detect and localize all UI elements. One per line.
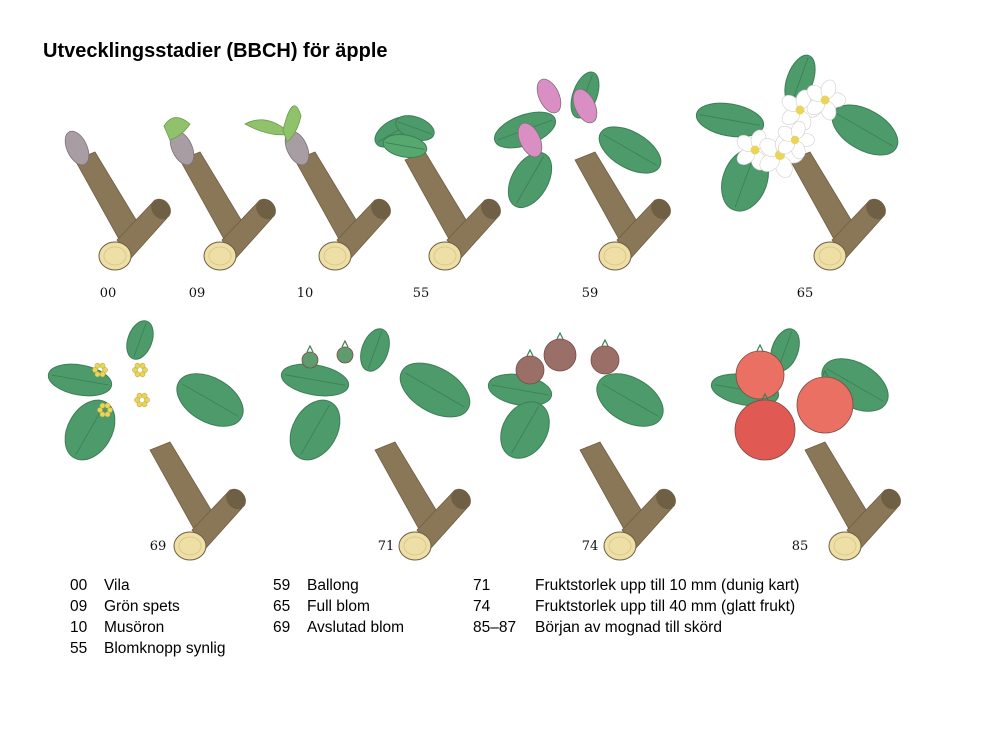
legend-code: 85–87 [473, 619, 517, 636]
legend-code: 59 [273, 577, 291, 594]
legend-item: 55 Blomknopp synlig [70, 638, 225, 659]
legend-item: 09 Grön spets [70, 596, 225, 617]
stage-illustration-fruit-40mm [487, 331, 676, 561]
stage-illustration-green-tip [163, 117, 276, 271]
legend-description: Avslutad blom [307, 619, 405, 636]
legend-code: 69 [273, 619, 291, 636]
legend-description: Blomknopp synlig [104, 640, 226, 657]
stage-code-label: 71 [377, 539, 395, 554]
legend-description: Musöron [104, 619, 165, 636]
page-title: Utvecklingsstadier (BBCH) för äpple [43, 40, 388, 62]
legend-code: 74 [473, 598, 491, 615]
stage-code-label: 00 [99, 286, 117, 301]
stage-code-label: 09 [188, 286, 206, 301]
legend-code: 10 [70, 619, 88, 636]
legend-item: 65 Full blom [273, 596, 404, 617]
stage-illustration-ripening [710, 328, 901, 561]
stage-code-label: 74 [581, 539, 599, 554]
stage-code-label: 69 [149, 539, 167, 554]
stage-code-label: 10 [296, 286, 314, 301]
legend-item: 69 Avslutad blom [273, 617, 404, 638]
legend-description: Full blom [307, 598, 370, 615]
legend-item: 71 Fruktstorlek upp till 10 mm (dunig kar… [473, 575, 799, 596]
legend-item: 10 Musöron [70, 617, 225, 638]
stage-illustration-full-bloom [695, 54, 899, 271]
stage-illustration-fruit-10mm [280, 328, 471, 561]
legend-code: 09 [70, 598, 88, 615]
legend-description: Ballong [307, 577, 359, 594]
stage-illustration-mouse-ear [244, 105, 391, 271]
legend-item: 74 Fruktstorlek upp till 40 mm (glatt fru… [473, 596, 799, 617]
legend-description: Vila [104, 577, 130, 594]
stage-code-label: 65 [796, 286, 814, 301]
legend-code: 65 [273, 598, 291, 615]
legend-code: 55 [70, 640, 88, 657]
legend-description: Grön spets [104, 598, 180, 615]
legend-description: Fruktstorlek upp till 10 mm (dunig kart) [535, 577, 800, 594]
stage-code-label: 55 [412, 286, 430, 301]
legend-item: 00 Vila [70, 575, 225, 596]
stage-illustration-dormant [64, 130, 171, 271]
legend-code: 00 [70, 577, 88, 594]
legend-column: 00 Vila 09 Grön spets 10 Musöron 55 Blomknopp s… [70, 575, 225, 659]
stage-illustration-balloon [493, 71, 671, 271]
legend-item: 85–87 Början av mognad till skörd [473, 617, 799, 638]
legend-column: 59 Ballong 65 Full blom 69 Avslutad blom [273, 575, 404, 638]
legend-code: 71 [473, 577, 491, 594]
stage-illustration-bud-visible [374, 115, 501, 271]
stage-code-label: 59 [581, 286, 599, 301]
legend-item: 59 Ballong [273, 575, 404, 596]
legend-column: 71 Fruktstorlek upp till 10 mm (dunig kar… [473, 575, 799, 638]
stage-illustration-end-of-bloom [47, 320, 246, 561]
legend-description: Början av mognad till skörd [535, 619, 722, 636]
legend-description: Fruktstorlek upp till 40 mm (glatt frukt… [535, 598, 796, 615]
stage-code-label: 85 [791, 539, 809, 554]
